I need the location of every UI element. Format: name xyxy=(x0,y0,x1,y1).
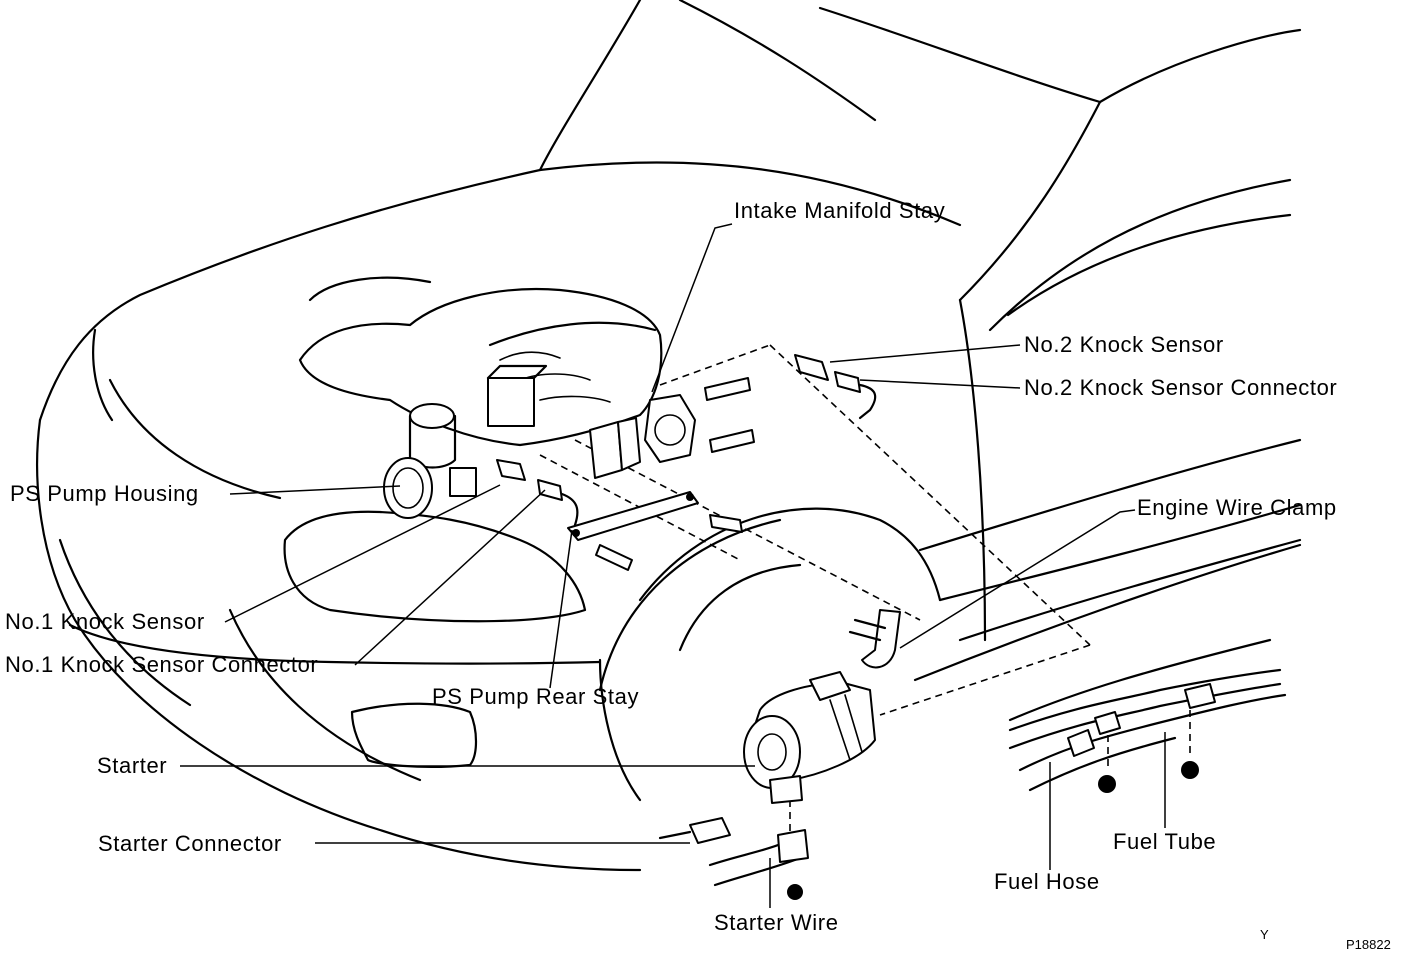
knock-sensor-parts xyxy=(496,354,877,527)
car-body-outline xyxy=(36,0,1302,872)
figure-code: P18822 xyxy=(1346,937,1391,952)
label-fuel-hose: Fuel Hose xyxy=(994,869,1100,894)
label-starter-connector: Starter Connector xyxy=(98,831,282,856)
ps-pump-rear-stay-part xyxy=(567,491,699,541)
label-no2-knock-sensor-connector: No.2 Knock Sensor Connector xyxy=(1024,375,1338,400)
leader-lines xyxy=(180,223,1166,908)
label-intake-manifold-stay: Intake Manifold Stay xyxy=(734,198,946,223)
label-starter-wire: Starter Wire xyxy=(714,910,839,935)
footer-mark: Y xyxy=(1260,927,1269,942)
label-ps-pump-housing: PS Pump Housing xyxy=(10,481,199,506)
label-ps-pump-rear-stay: PS Pump Rear Stay xyxy=(432,684,640,709)
label-no2-knock-sensor: No.2 Knock Sensor xyxy=(1024,332,1224,357)
bolts xyxy=(595,377,755,571)
label-engine-wire-clamp: Engine Wire Clamp xyxy=(1137,495,1337,520)
label-no1-knock-sensor-connector: No.1 Knock Sensor Connector xyxy=(5,652,319,677)
fuel-line-part xyxy=(1008,668,1287,793)
starter-wire-part xyxy=(658,817,809,900)
intake-manifold-stay-part xyxy=(589,417,641,479)
engine-wire-clamp-part xyxy=(848,609,901,669)
label-no1-knock-sensor: No.1 Knock Sensor xyxy=(5,609,205,634)
engine-block xyxy=(298,276,696,519)
label-fuel-tube: Fuel Tube xyxy=(1113,829,1217,854)
label-starter: Starter xyxy=(97,753,168,778)
starter-motor-part xyxy=(743,671,876,804)
